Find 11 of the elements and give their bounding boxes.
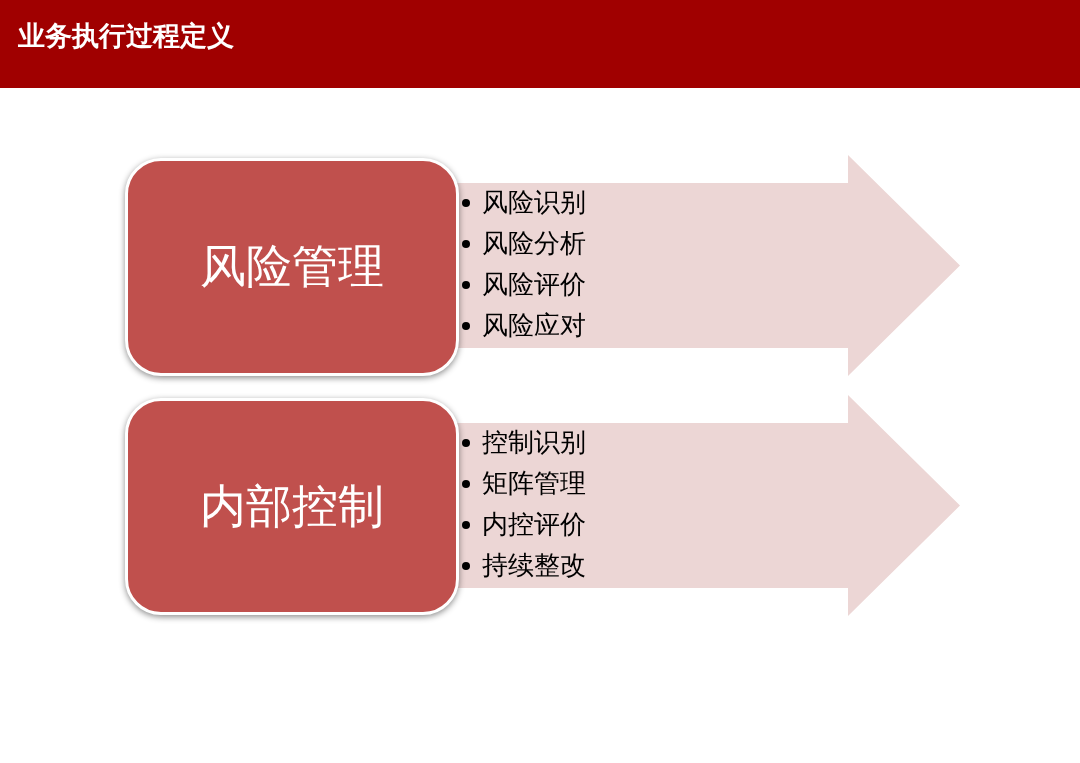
- bullet-item: 风险识别: [460, 182, 586, 223]
- rounded-box: 内部控制: [125, 398, 459, 615]
- title: 业务执行过程定义: [18, 19, 234, 53]
- bullet-item: 风险评价: [460, 264, 586, 305]
- rounded-box: 风险管理: [125, 158, 459, 376]
- bullet-item: 风险应对: [460, 305, 586, 346]
- bullet-item: 矩阵管理: [460, 463, 586, 504]
- bullet-item: 持续整改: [460, 545, 586, 586]
- bullet-item: 控制识别: [460, 422, 586, 463]
- bullet-item: 内控评价: [460, 504, 586, 545]
- bullet-item: 风险分析: [460, 223, 586, 264]
